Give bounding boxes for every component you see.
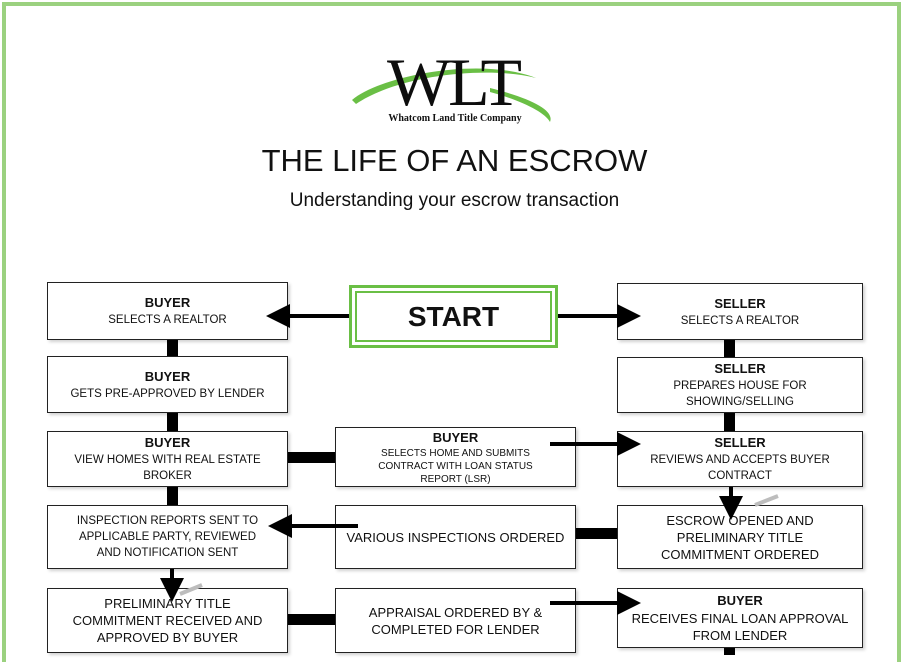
box-text: SELECTS A REALTOR [680, 314, 800, 327]
buyer-selects-realtor-box: BUYER SELECTS A REALTOR [47, 282, 288, 340]
buyer-preapproved-box: BUYER GETS PRE-APPROVED BY LENDER [47, 356, 288, 413]
prelim-title-box: PRELIMINARY TITLE COMMITMENT RECEIVED AN… [47, 588, 288, 653]
box-text: VARIOUS INSPECTIONS ORDERED [346, 529, 565, 545]
box-text: APPRAISAL ORDERED BY & COMPLETED FOR LEN… [368, 604, 543, 637]
connector-bar [167, 339, 178, 356]
connector-bar [288, 614, 336, 625]
box-text: INSPECTION REPORTS SENT TO APPLICABLE PA… [76, 515, 259, 559]
connector-bar [167, 412, 178, 431]
box-heading: BUYER [144, 368, 191, 384]
various-inspections-box: VARIOUS INSPECTIONS ORDERED [335, 505, 576, 569]
appraisal-box: APPRAISAL ORDERED BY & COMPLETED FOR LEN… [335, 588, 576, 653]
connector-bar [724, 412, 735, 431]
inspection-reports-box: INSPECTION REPORTS SENT TO APPLICABLE PA… [47, 505, 288, 569]
box-heading: SELLER [714, 295, 766, 311]
start-label: START [355, 291, 552, 342]
seller-selects-realtor-box: SELLER SELECTS A REALTOR [617, 283, 863, 340]
box-text: PREPARES HOUSE FOR SHOWING/SELLING [673, 380, 807, 408]
page-title: THE LIFE OF AN ESCROW [261, 143, 648, 178]
connector-bar [167, 486, 178, 505]
connector-bar [288, 452, 336, 463]
logo-letters: WLT [386, 44, 522, 120]
box-text: ESCROW OPENED AND PRELIMINARY TITLE COMM… [661, 512, 819, 562]
box-text: GETS PRE-APPROVED BY LENDER [70, 387, 265, 400]
box-text: VIEW HOMES WITH REAL ESTATE BROKER [74, 454, 261, 482]
start-box: START [349, 285, 558, 348]
connector-bar [724, 648, 735, 655]
box-heading: SELLER [714, 361, 766, 376]
seller-prepares-house-box: SELLER PREPARES HOUSE FOR SHOWING/SELLIN… [617, 357, 863, 413]
box-text: RECEIVES FINAL LOAN APPROVAL FROM LENDER [631, 611, 849, 643]
box-text: SELECTS A REALTOR [108, 314, 227, 326]
box-text: REVIEWS AND ACCEPTS BUYER CONTRACT [650, 454, 830, 482]
connector-bar [576, 528, 618, 539]
box-heading: BUYER [144, 295, 191, 310]
box-text: SELECTS HOME AND SUBMITS CONTRACT WITH L… [378, 447, 533, 485]
seller-accepts-contract-box: SELLER REVIEWS AND ACCEPTS BUYER CONTRAC… [617, 431, 863, 487]
company-logo: WLT Whatcom Land Title Company [340, 44, 570, 130]
logo-swoosh [352, 68, 551, 122]
buyer-view-homes-box: BUYER VIEW HOMES WITH REAL ESTATE BROKER [47, 431, 288, 487]
box-text: PRELIMINARY TITLE COMMITMENT RECEIVED AN… [72, 596, 263, 645]
page-subtitle: Understanding your escrow transaction [289, 190, 620, 211]
logo-company-name: Whatcom Land Title Company [388, 113, 522, 124]
buyer-selects-home-box: BUYER SELECTS HOME AND SUBMITS CONTRACT … [335, 427, 576, 487]
box-heading: SELLER [714, 435, 766, 450]
box-heading: BUYER [144, 435, 191, 450]
box-heading: BUYER [432, 429, 479, 445]
connector-bar [724, 339, 735, 358]
box-heading: BUYER [717, 593, 763, 608]
buyer-final-loan-box: BUYER RECEIVES FINAL LOAN APPROVAL FROM … [617, 588, 863, 648]
